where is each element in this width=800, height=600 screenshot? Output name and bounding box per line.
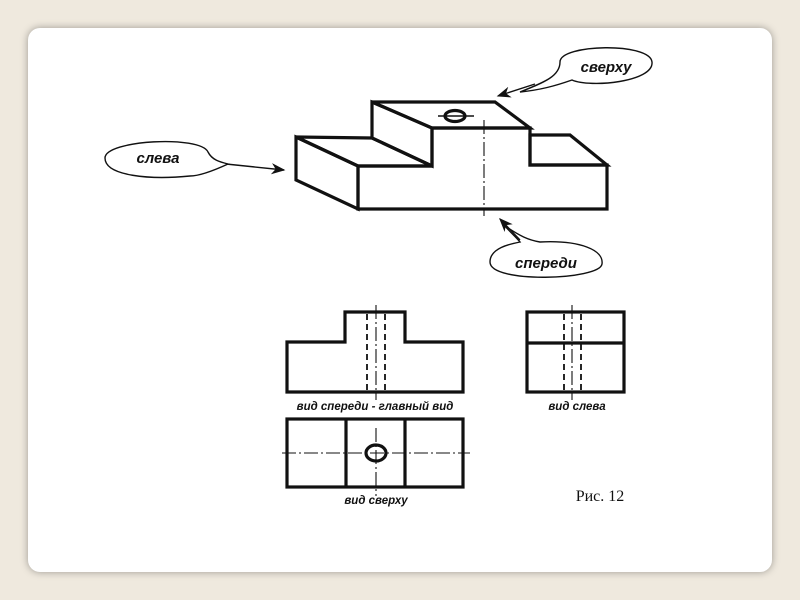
figure-caption: Рис. 12 (576, 488, 625, 505)
top-view-label: вид сверху (344, 495, 408, 507)
callout-front: спереди (489, 217, 603, 278)
callout-left-label: слева (136, 150, 179, 167)
front-face (356, 126, 609, 211)
front-view: вид спереди - главный вид (285, 305, 465, 413)
slide (28, 28, 772, 572)
lower-step-top (295, 135, 433, 168)
left-view-label: вид слева (548, 401, 606, 413)
callout-left: слева (104, 140, 286, 179)
left-view: вид слева (525, 305, 626, 413)
callout-front-label: спереди (515, 255, 577, 272)
top-view: вид сверху (282, 417, 470, 507)
tall-block-top (371, 100, 535, 130)
isometric-part (294, 99, 612, 216)
callout-top: сверху (496, 47, 653, 98)
front-view-label: вид спереди - главный вид (297, 401, 454, 413)
callout-top-label: сверху (581, 59, 633, 76)
left-face (294, 134, 360, 212)
tall-block-side (370, 99, 434, 169)
right-step-top (528, 133, 612, 167)
